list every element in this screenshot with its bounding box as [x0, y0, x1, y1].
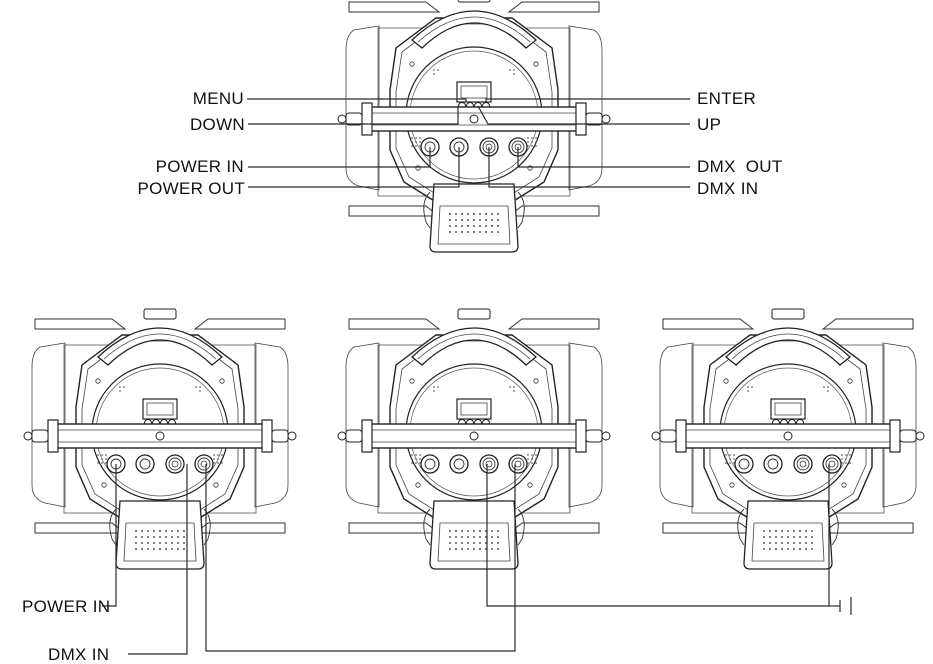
label-down: DOWN: [189, 115, 245, 134]
chain-wiring: [102, 464, 852, 655]
fixture-top: [337, 0, 611, 253]
label-chain-power-in: POWER IN: [22, 597, 111, 616]
label-dmx-in: DMX IN: [697, 179, 759, 198]
fixture-chain-2: [337, 308, 611, 570]
label-up: UP: [697, 115, 722, 134]
label-dmx-out: DMX OUT: [697, 157, 783, 176]
label-power-out: POWER OUT: [137, 179, 245, 198]
fixture-chain-3: [651, 308, 925, 570]
label-chain-dmx-in: DMX IN: [48, 645, 110, 664]
label-menu: MENU: [192, 89, 244, 108]
fixture-chain-1: [23, 308, 297, 570]
label-enter: ENTER: [697, 89, 757, 108]
label-power-in: POWER IN: [155, 157, 244, 176]
top-callout-lines: [247, 98, 690, 188]
